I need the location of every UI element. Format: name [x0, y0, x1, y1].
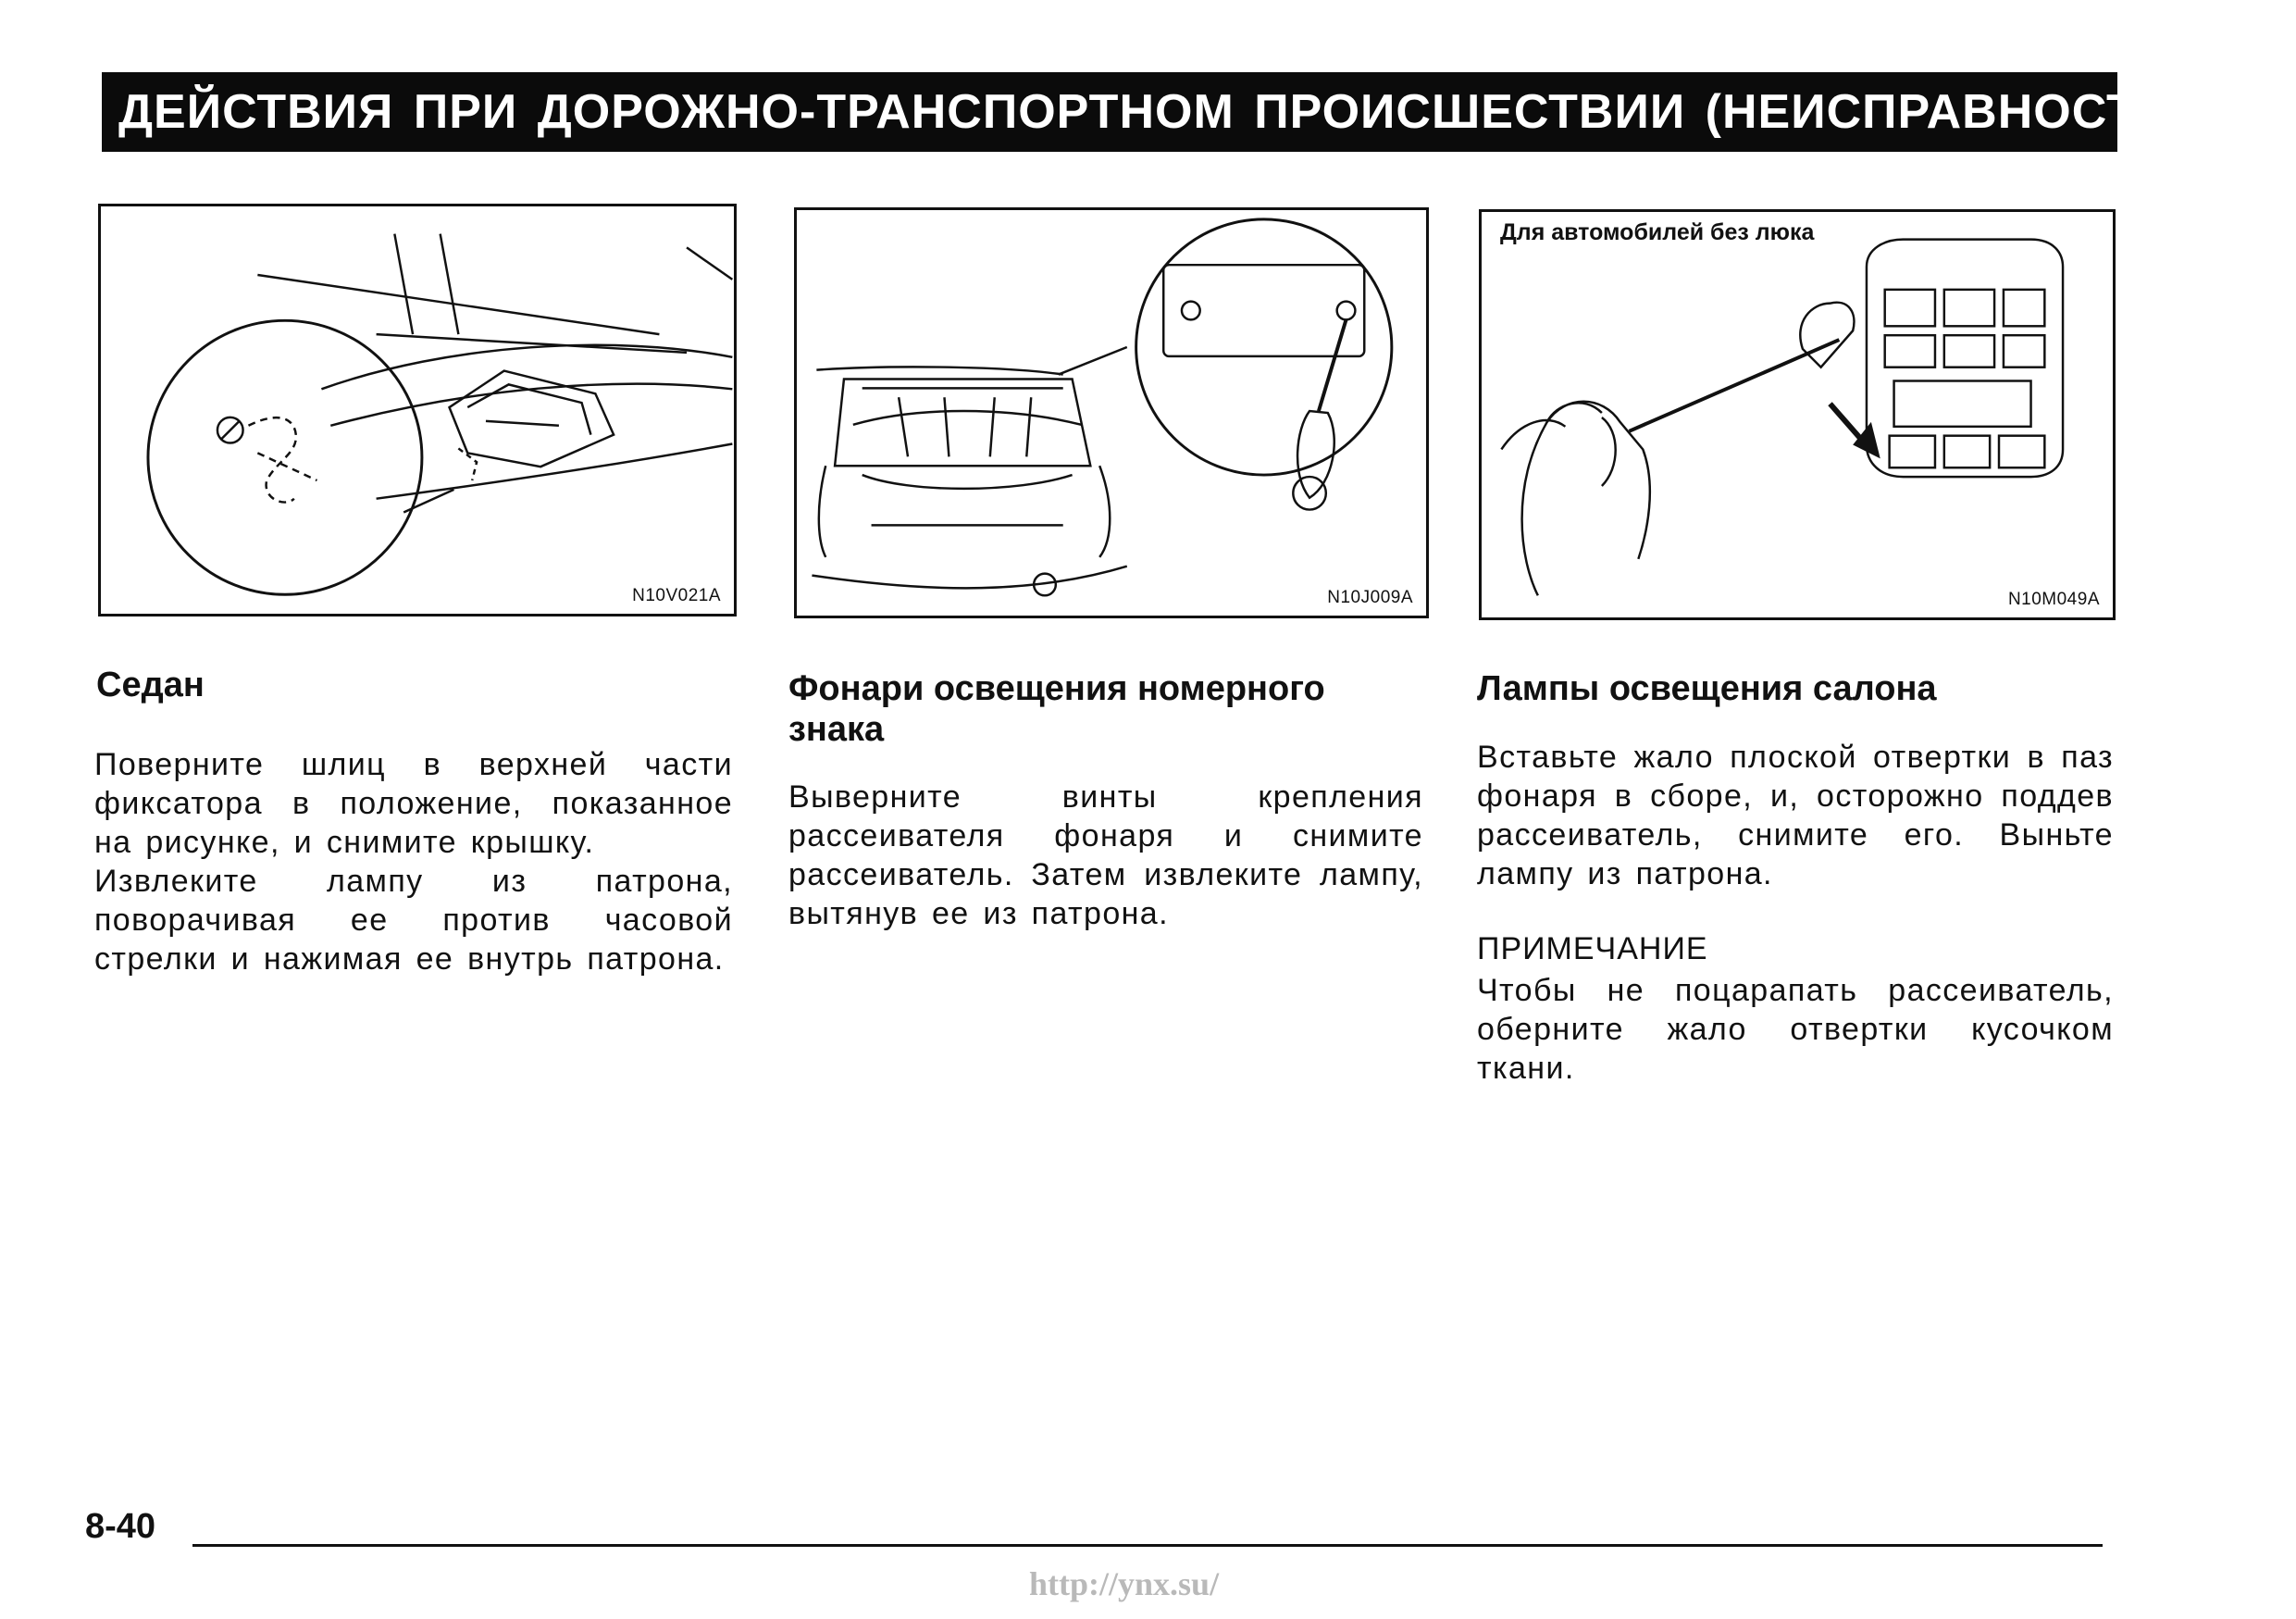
figure-interior-lamp: Для автомобилей без люка N10M049A	[1479, 209, 2116, 620]
section-title-sedan: Седан	[96, 666, 205, 704]
page-title: ДЕЙСТВИЯ ПРИ ДОРОЖНО-ТРАНСПОРТНОМ ПРОИСШ…	[118, 85, 2190, 139]
figure-license-plate-light: N10J009A	[794, 207, 1429, 618]
sedan-illustration	[146, 233, 734, 596]
note-label: ПРИМЕЧАНИЕ	[1477, 931, 1708, 966]
footer-rule	[192, 1544, 2103, 1547]
interior-lamp-illustration	[1500, 238, 2065, 596]
note-text: Чтобы не поцарапать рассеиватель, оберни…	[1477, 973, 2114, 1086]
paragraph: Вставьте жало плоской отвертки в паз фон…	[1477, 740, 2114, 891]
paragraph: Выверните винты крепления рассеивателя ф…	[788, 779, 1423, 931]
page-number: 8-40	[85, 1507, 156, 1546]
figure-code: N10V021A	[632, 586, 721, 605]
figure-code: N10J009A	[1327, 588, 1413, 607]
figure-code: N10M049A	[2007, 590, 2100, 609]
header-bar: ДЕЙСТВИЯ ПРИ ДОРОЖНО-ТРАНСПОРТНОМ ПРОИСШ…	[102, 72, 2188, 152]
paragraph: Поверните шлиц в верхней части фиксатора…	[94, 747, 733, 860]
trunk-illustration	[812, 218, 1394, 597]
section-title-license-plate: Фонари освещения номерного знака	[788, 669, 1325, 749]
watermark: http://ynx.su/	[1029, 1565, 1220, 1602]
paragraph: Извлеките лампу из патрона, поворачивая …	[94, 864, 733, 977]
figure-sedan: N10V021A	[98, 204, 737, 616]
section-title-interior-lamps: Лампы освещения салона	[1477, 669, 1937, 708]
figure-caption: Для автомобилей без люка	[1500, 219, 1818, 246]
